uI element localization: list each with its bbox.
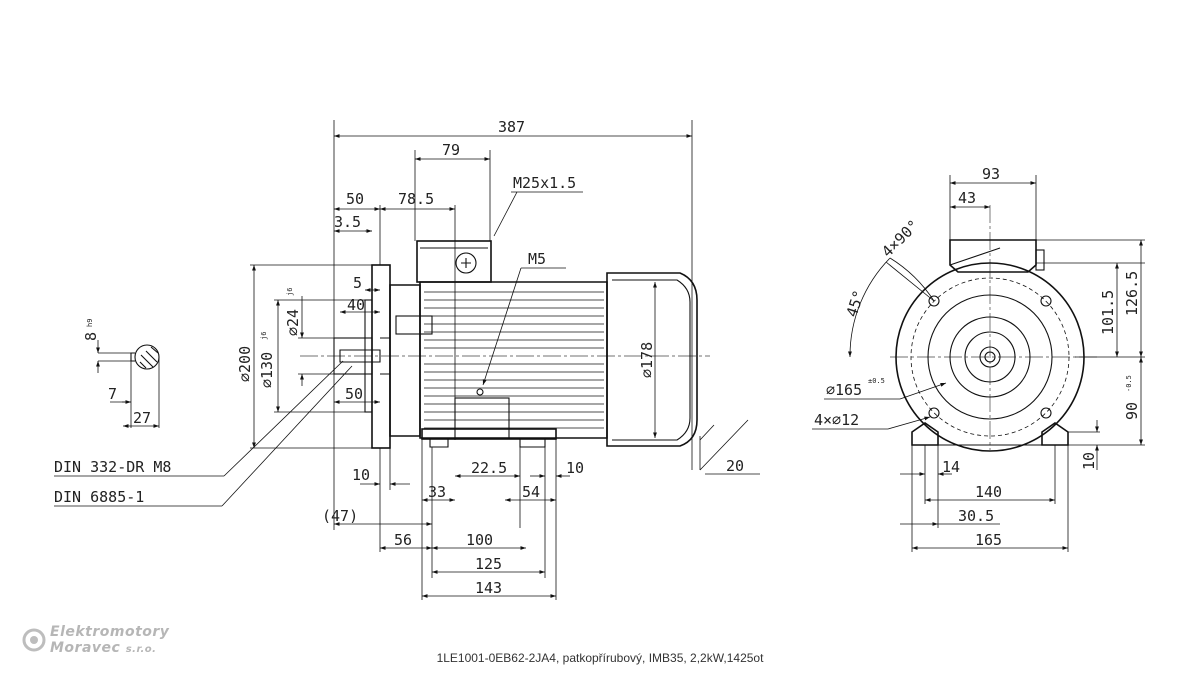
dim-flange-front: 50 (346, 190, 364, 208)
company-logo: Elektromotory Moravec s.r.o. (22, 624, 202, 660)
dim-foot-d: 54 (522, 483, 540, 501)
note-center-hole: DIN 332-DR M8 (54, 458, 171, 476)
dim-foot-h-end: 10 (1080, 452, 1098, 470)
dim-angle-2: 45° (843, 288, 868, 319)
key-width-tol: h9 (86, 319, 94, 327)
side-view: 387 79 78.5 M25x1.5 50 3.5 M5 5 40 50 ⌀2… (54, 118, 760, 600)
dim-100: 100 (466, 531, 493, 549)
dim-box-offset: 43 (958, 189, 976, 207)
dim-flange-thk: 10 (352, 466, 370, 484)
dim-foot-b: 10 (566, 459, 584, 477)
dim-shaft-dia: ⌀24 (284, 309, 302, 336)
dim-foot-total: 165 (975, 531, 1002, 549)
dim-overall-length: 387 (498, 118, 525, 136)
thread-spec: M25x1.5 (513, 174, 576, 192)
dim-ref-47: (47) (322, 507, 358, 525)
key-depth-label: 7 (108, 385, 117, 403)
logo-name: Moravec (50, 640, 121, 656)
dim-flange-to-terminal: 78.5 (398, 190, 434, 208)
dim-angle-1: 4×90° (878, 216, 923, 261)
dim-flange-dia: ⌀200 (236, 346, 254, 382)
dim-shaft-tol: j6 (286, 288, 294, 296)
dim-axis-tol: -0.5 (1125, 375, 1133, 392)
note-key: DIN 6885-1 (54, 488, 144, 506)
key-total-label: 27 (133, 409, 151, 427)
key-detail: 8 h9 7 27 (82, 319, 160, 428)
dim-box-width: 93 (982, 165, 1000, 183)
dim-143: 143 (475, 579, 502, 597)
dim-axis-height: 90 (1123, 402, 1141, 420)
logo-suffix: s.r.o. (125, 644, 157, 655)
end-view: 93 43 4×90° 45° 101.5 126.5 ⌀165 ±0.5 4×… (812, 165, 1145, 552)
dim-foot-h: 20 (726, 457, 744, 475)
dim-foot-c: 33 (428, 483, 446, 501)
dim-foot-offset: 30.5 (958, 507, 994, 525)
dim-foot-spacing: 140 (975, 483, 1002, 501)
dim-pcd-tol: ±0.5 (868, 377, 885, 385)
ground-screw: M5 (528, 250, 546, 268)
drawing-caption: 1LE1001-0EB62-2JA4, patkopřírubový, IMB3… (436, 651, 764, 665)
dim-shaft-key-length: 40 (347, 296, 365, 314)
dim-spigot-dia: ⌀130 (258, 352, 276, 388)
dim-shaft-step: 5 (353, 274, 362, 292)
dim-terminal-offset: 79 (442, 141, 460, 159)
dim-foot-pad: 14 (942, 458, 960, 476)
dim-height-2: 126.5 (1123, 271, 1141, 316)
dim-125: 125 (475, 555, 502, 573)
dim-height-1: 101.5 (1099, 290, 1117, 335)
gear-icon (22, 628, 46, 652)
logo-line-1: Elektromotory (50, 624, 170, 640)
dim-pcd: ⌀165 (826, 381, 862, 399)
dim-body-dia: ⌀178 (638, 342, 656, 378)
dim-56: 56 (394, 531, 412, 549)
key-width-label: 8 (82, 332, 100, 341)
dim-foot-a: 22.5 (471, 459, 507, 477)
logo-line-2: Moravec s.r.o. (50, 640, 156, 656)
dim-spigot-tol: j6 (260, 332, 268, 340)
cooling-fins (424, 291, 604, 429)
dim-flange-step: 3.5 (334, 213, 361, 231)
dim-shaft-length: 50 (345, 385, 363, 403)
dim-holes: 4×⌀12 (814, 411, 859, 429)
